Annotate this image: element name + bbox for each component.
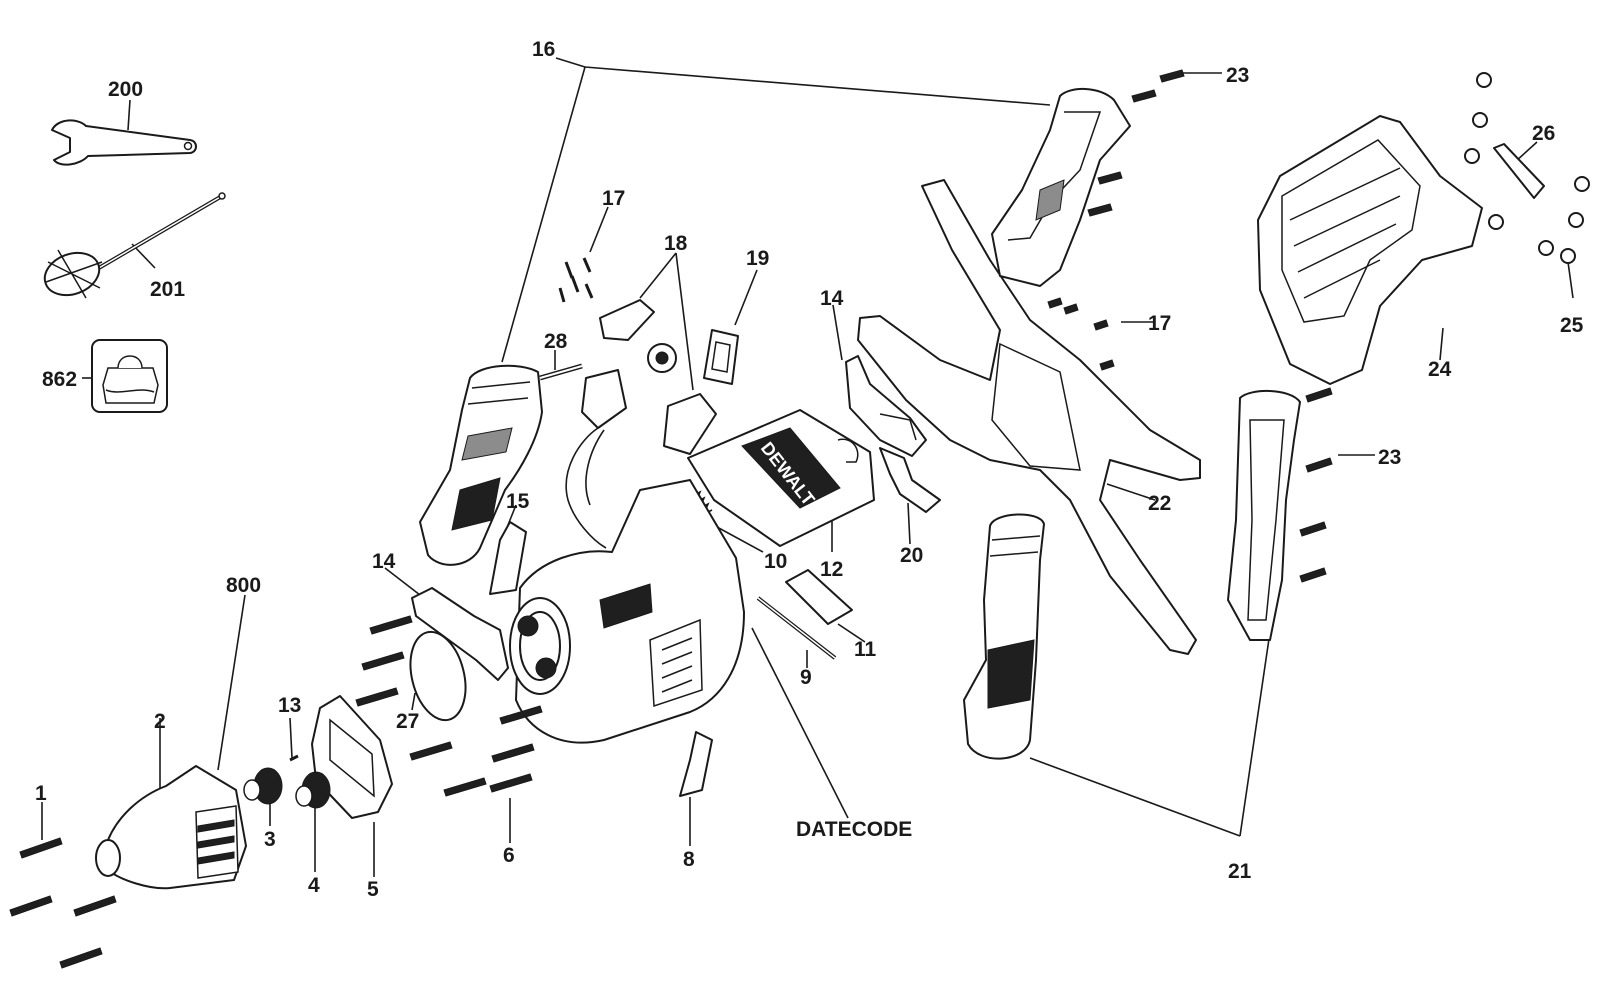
screws-17-top	[558, 257, 594, 303]
bracket-14-upper	[845, 355, 927, 457]
callout-11: 11	[854, 638, 877, 661]
nuts-25	[1464, 72, 1590, 264]
frame-gasket-22	[857, 179, 1201, 655]
callout-17-right: 17	[1148, 312, 1171, 335]
housing-half-16-right	[991, 88, 1131, 287]
top-cover-12: DEWALT	[687, 409, 875, 547]
callout-16: 16	[532, 38, 555, 61]
handle-21	[963, 513, 1045, 760]
gear-4	[295, 771, 331, 809]
motor-housing	[509, 479, 745, 744]
callout-20: 20	[900, 544, 923, 567]
callout-25: 25	[1560, 314, 1584, 337]
callout-27: 27	[396, 710, 419, 733]
callout-13: 13	[278, 694, 301, 717]
callout-6: 6	[503, 844, 515, 867]
callout-1: 1	[35, 782, 47, 805]
callout-10: 10	[764, 550, 787, 573]
clip-20	[879, 447, 941, 513]
callout-200: 200	[108, 78, 143, 101]
callout-18: 18	[664, 232, 688, 255]
callout-2: 2	[154, 710, 166, 733]
housing-shell-24	[1257, 115, 1483, 385]
callout-26: 26	[1532, 122, 1555, 145]
rod-9	[756, 596, 837, 660]
callout-3: 3	[264, 828, 276, 851]
callout-5: 5	[367, 878, 379, 901]
module-19	[703, 329, 739, 385]
callout-28: 28	[544, 330, 568, 353]
pin-28	[539, 363, 583, 381]
label-15	[489, 521, 527, 595]
callout-21: 21	[1228, 860, 1252, 883]
callout-4: 4	[308, 874, 320, 897]
label-plate-11	[785, 569, 853, 625]
callout-labels: 16 200 201 862 17 18 19 28 14 14 23 23 2…	[35, 38, 1584, 901]
pin-13	[289, 754, 299, 762]
gear-housing-2	[95, 765, 247, 890]
bracket-14-lower	[411, 587, 509, 681]
callout-8: 8	[683, 848, 695, 871]
handle-21-side	[1227, 389, 1301, 641]
callout-17-top: 17	[602, 187, 625, 210]
housing-half-16-left	[419, 364, 543, 566]
screws-23-right	[1299, 387, 1333, 583]
kit-bag-862	[91, 339, 168, 413]
callout-9: 9	[800, 666, 812, 689]
callout-201: 201	[150, 278, 185, 301]
screws-6	[355, 615, 543, 797]
callout-23-top: 23	[1226, 64, 1249, 87]
module-18b	[663, 393, 717, 455]
callout-datecode: DATECODE	[796, 818, 912, 841]
screws-17-right	[1047, 297, 1115, 371]
gasket-plate-5	[311, 695, 393, 819]
o-ring-27	[409, 630, 467, 722]
callout-800: 800	[226, 574, 261, 597]
callout-862: 862	[42, 368, 77, 391]
plate-26	[1493, 143, 1545, 199]
mixing-paddle-201	[43, 192, 226, 299]
callout-15: 15	[506, 490, 530, 513]
callout-19: 19	[746, 247, 769, 270]
part-8	[679, 731, 713, 797]
callout-14-lower: 14	[372, 550, 396, 573]
switch-assembly-18	[565, 299, 677, 549]
callout-23-right: 23	[1378, 446, 1401, 469]
wrench-200	[51, 119, 197, 166]
leader-lines	[41, 57, 1574, 877]
callout-24: 24	[1428, 358, 1452, 381]
gear-3	[243, 767, 283, 805]
callout-12: 12	[820, 558, 843, 581]
callout-14-upper: 14	[820, 287, 844, 310]
callout-22: 22	[1148, 492, 1171, 515]
screws-23-top	[1087, 69, 1185, 217]
screws-1	[9, 837, 117, 969]
